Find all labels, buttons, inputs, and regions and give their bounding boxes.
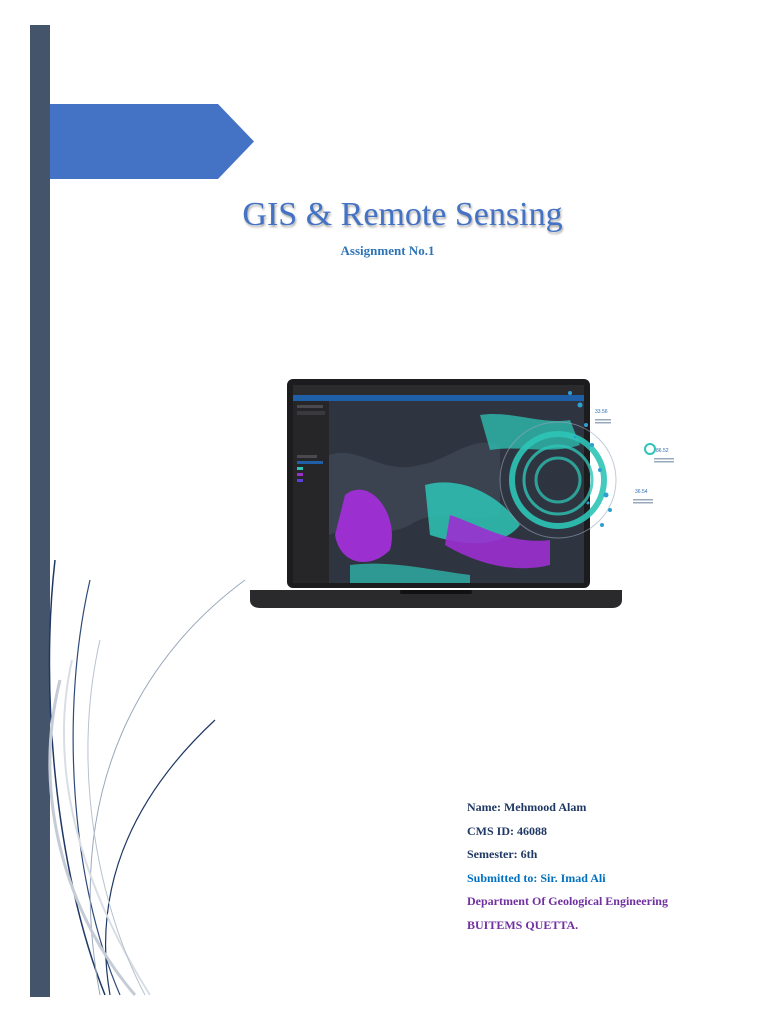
semester: Semester: 6th	[467, 847, 538, 861]
document-title: GIS & Remote Sensing	[242, 196, 563, 233]
cms-id: CMS ID: 46088	[467, 823, 547, 838]
vertical-accent-bar	[30, 25, 50, 997]
decorative-curves	[48, 559, 246, 996]
arrow-banner	[50, 104, 254, 179]
department: Department Of Geological Engineering	[467, 894, 668, 908]
data-ring-graphic: 33.56 86.52 36.54	[499, 391, 674, 539]
readout-label: 36.54	[635, 489, 648, 495]
laptop-icon	[250, 379, 622, 608]
submitted-to: Submitted to: Sir. Imad Ali	[467, 870, 606, 885]
readout-label: 86.52	[656, 448, 669, 454]
student-info-block: Name: Mehmood Alam CMS ID: 46088 Semeste…	[467, 800, 668, 941]
student-name: Name: Mehmood Alam	[467, 800, 587, 814]
readout-label: 33.56	[595, 409, 608, 415]
laptop-gis-illustration: 33.56 86.52 36.54	[250, 379, 674, 608]
university: BUITEMS QUETTA.	[467, 917, 579, 932]
assignment-subtitle: Assignment No.1	[340, 243, 435, 258]
